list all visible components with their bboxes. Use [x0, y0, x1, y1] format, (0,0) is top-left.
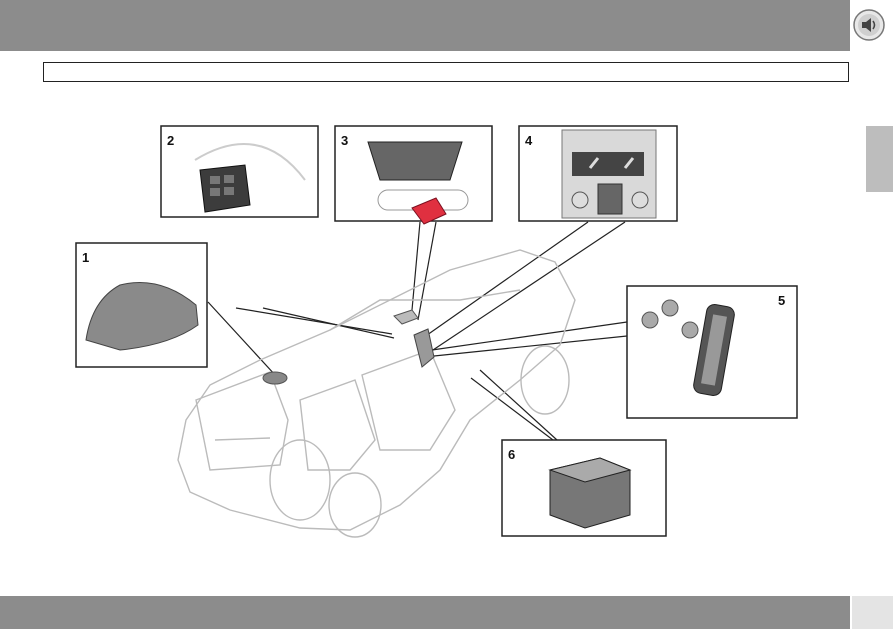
console-on-car — [413, 328, 435, 368]
callout-label-3: 3 — [341, 133, 348, 148]
callout-label-5: 5 — [778, 293, 785, 308]
callout-panel-2: 2 — [160, 125, 319, 218]
footer-bar — [0, 596, 850, 629]
callout-panel-5: 5 — [626, 285, 798, 419]
leader-lines — [207, 221, 628, 441]
header-bar — [0, 0, 850, 51]
callout-panel-3: 3 — [334, 125, 493, 225]
callout-label-2: 2 — [167, 133, 174, 148]
callout-label-4: 4 — [525, 133, 533, 148]
section-heading-box — [43, 62, 849, 82]
callout-label-6: 6 — [508, 447, 515, 462]
callout-panel-6: 6 — [501, 439, 667, 537]
speaker-icon[interactable] — [853, 9, 885, 41]
antenna-on-car — [262, 371, 288, 385]
mirror-on-car — [393, 309, 419, 325]
callout-panel-1: 1 — [75, 242, 208, 368]
chapter-tab[interactable] — [866, 126, 893, 192]
footer-corner — [852, 596, 893, 629]
car-outline — [177, 249, 576, 538]
callout-label-1: 1 — [82, 250, 89, 265]
page-number — [852, 596, 893, 629]
callout-panel-4: 4 — [518, 125, 678, 222]
